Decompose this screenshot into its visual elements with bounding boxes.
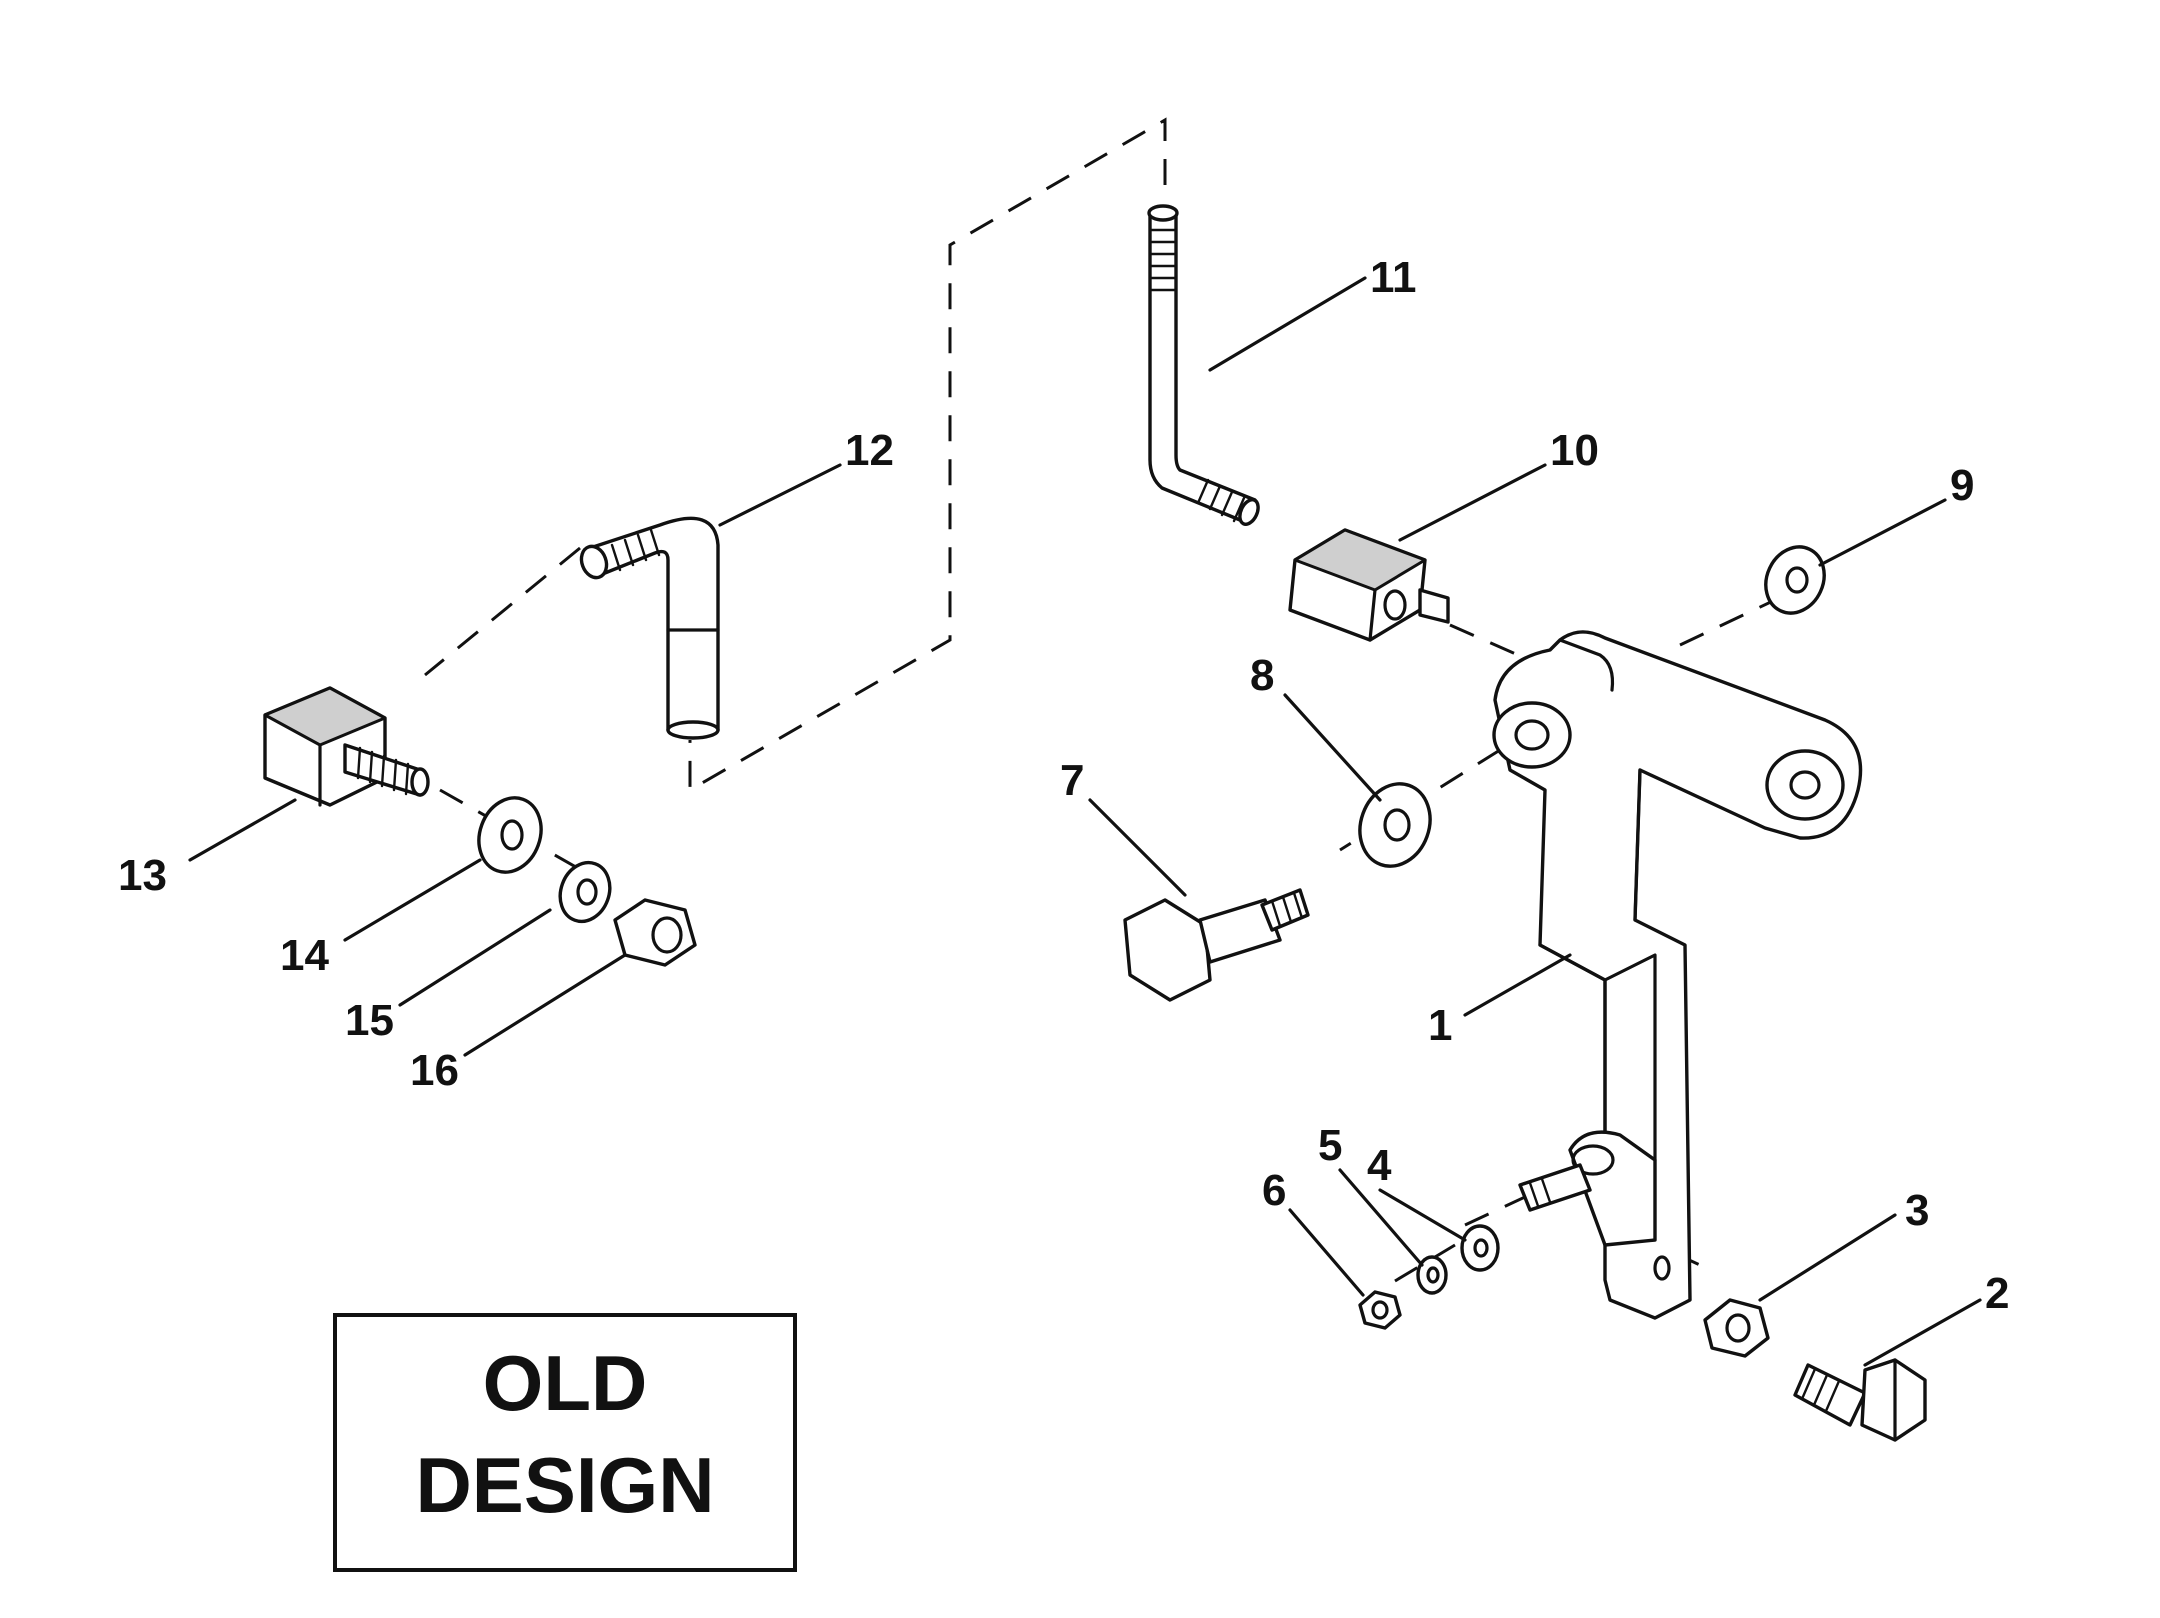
- callout-16: 16: [410, 1046, 459, 1095]
- part-2-bolt: [1793, 1358, 1927, 1442]
- callout-11: 11: [1370, 253, 1417, 302]
- part-16-nut: [613, 898, 697, 967]
- part-9-washer: [1764, 545, 1826, 615]
- part-14-washer: [477, 796, 543, 874]
- old-design-line2: DESIGN: [415, 1441, 714, 1529]
- callout-10: 10: [1550, 426, 1599, 475]
- leader-lines: [188, 276, 1982, 1367]
- old-design-line1: OLD: [483, 1339, 648, 1427]
- callout-1: 1: [1428, 1001, 1452, 1050]
- callout-4: 4: [1367, 1141, 1392, 1190]
- callout-labels: 1 2 3 4 5 6 7 8 9 10 11 12 13 14 15 16: [118, 253, 2009, 1318]
- part-12-elbow-rod: [579, 516, 720, 740]
- callout-3: 3: [1905, 1186, 1929, 1235]
- callout-2: 2: [1985, 1269, 2009, 1318]
- old-design-box: OLD DESIGN: [333, 1313, 797, 1572]
- callout-5: 5: [1318, 1121, 1342, 1170]
- callout-14: 14: [280, 931, 329, 980]
- part-3-nut: [1703, 1298, 1770, 1358]
- part-11-shift-rod: [1147, 204, 1260, 526]
- callout-9: 9: [1950, 461, 1974, 510]
- part-1-shift-lever-bracket: [1492, 630, 1863, 1320]
- part-10-block-stud: [1288, 528, 1450, 642]
- part-6-nut: [1358, 1290, 1402, 1330]
- callout-15: 15: [345, 996, 394, 1045]
- callout-7: 7: [1060, 756, 1084, 805]
- part-7-shoulder-bolt: [1123, 888, 1310, 1002]
- callout-8: 8: [1250, 651, 1274, 700]
- callout-6: 6: [1262, 1166, 1286, 1215]
- part-15-lock-washer: [558, 860, 612, 924]
- part-13-block-stud: [263, 686, 430, 807]
- callout-12: 12: [845, 426, 894, 475]
- part-4-lock-washer: [1460, 1224, 1500, 1272]
- part-5-washer: [1416, 1255, 1448, 1295]
- part-8-washer: [1358, 782, 1432, 868]
- callout-13: 13: [118, 851, 167, 900]
